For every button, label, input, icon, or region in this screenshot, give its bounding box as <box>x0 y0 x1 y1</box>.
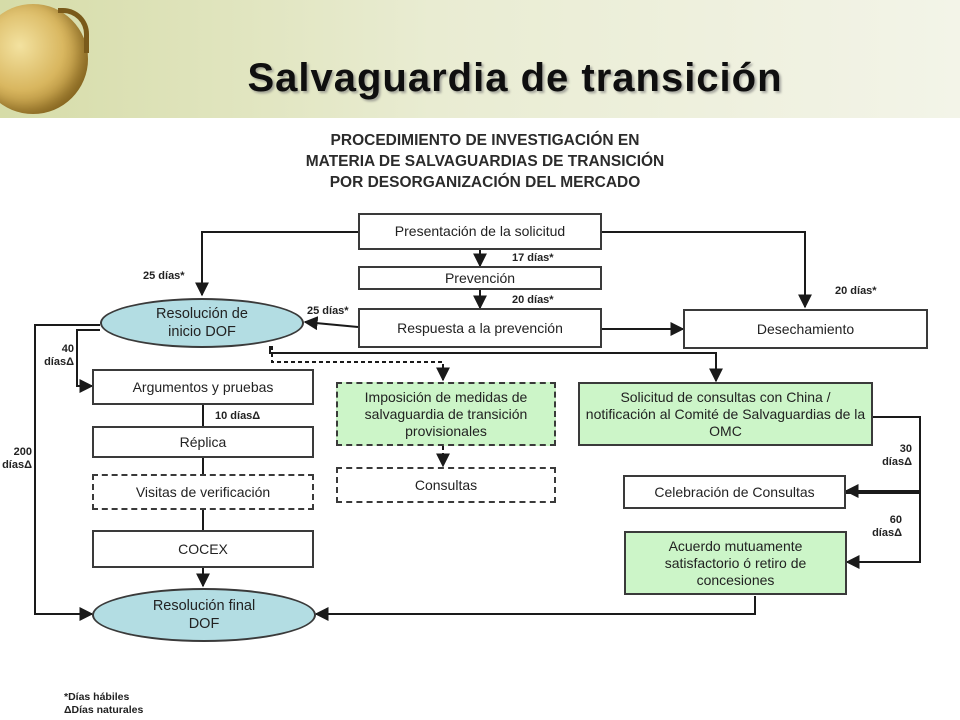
label-60-unit: díasΔ <box>872 527 902 539</box>
node-resolucion-inicio-dof: Resolución de inicio DOF <box>100 298 304 348</box>
resolucion-final-text: Resolución final DOF <box>152 598 256 632</box>
node-presentacion-solicitud: Presentación de la solicitud <box>358 213 602 250</box>
label-40-unit: díasΔ <box>44 356 74 368</box>
node-solicitud-consultas-china: Solicitud de consultas con China / notif… <box>578 382 873 446</box>
slide-title: Salvaguardia de transición <box>247 56 783 100</box>
node-resolucion-final-dof: Resolución final DOF <box>92 588 316 642</box>
node-desechamiento: Desechamiento <box>683 309 928 349</box>
label-25-dias-respuesta: 25 días* <box>307 305 349 317</box>
node-visitas-verificacion: Visitas de verificación <box>92 474 314 510</box>
note-dias-habiles: *Días hábiles <box>64 691 130 703</box>
node-consultas: Consultas <box>336 467 556 503</box>
globe-stand-icon <box>58 8 89 53</box>
node-imposicion-medidas: Imposición de medidas de salvaguardia de… <box>336 382 556 446</box>
label-30-num: 30 <box>899 443 912 455</box>
dashed-arrow-resolucion-imposicion <box>271 346 450 382</box>
note-dias-naturales: ΔDías naturales <box>64 704 144 716</box>
label-10-dias: 10 díasΔ <box>215 410 261 422</box>
arrow-resolucion-inicio-resolucion-final <box>34 324 100 621</box>
label-40-dias: 40 díasΔ <box>40 343 74 369</box>
label-20-dias-desechamiento: 20 días* <box>835 285 877 297</box>
arrow-respuesta-resolucion-inicio <box>303 316 359 331</box>
arrow-solicitud-celebracion <box>844 416 921 498</box>
label-30-unit: díasΔ <box>882 456 912 468</box>
resolucion-inicio-text: Resolución de inicio DOF <box>156 306 248 340</box>
subtitle-line-3: POR DESORGANIZACIÓN DEL MERCADO <box>329 174 641 191</box>
label-40-num: 40 <box>61 343 74 355</box>
label-60-dias: 60 díasΔ <box>866 514 902 540</box>
legend-notes: *Días hábiles ΔDías naturales <box>64 691 143 717</box>
arrow-resolucion-solicitud-consultas <box>269 346 723 383</box>
label-30-dias: 30 díasΔ <box>876 443 912 469</box>
node-replica: Réplica <box>92 426 314 458</box>
node-respuesta-prevencion: Respuesta a la prevención <box>358 308 602 348</box>
node-prevencion: Prevención <box>358 266 602 290</box>
arrow-acuerdo-resolucion-final <box>314 596 756 621</box>
node-acuerdo-mutuamente: Acuerdo mutuamente satisfactorio ó retir… <box>624 531 847 595</box>
node-cocex: COCEX <box>92 530 314 568</box>
label-200-num: 200 <box>13 446 32 458</box>
subtitle-line-2: MATERIA DE SALVAGUARDIAS DE TRANSICIÓN <box>305 153 665 170</box>
subtitle-line-1: PROCEDIMIENTO DE INVESTIGACIÓN EN <box>330 132 640 149</box>
label-60-num: 60 <box>889 514 902 526</box>
node-argumentos-pruebas: Argumentos y pruebas <box>92 369 314 405</box>
node-celebracion-consultas: Celebración de Consultas <box>623 475 846 509</box>
diagram-subtitle: PROCEDIMIENTO DE INVESTIGACIÓN EN MATERI… <box>200 130 770 193</box>
arrow-resolucion-argumentos <box>76 329 100 393</box>
arrow-presentacion-desechamiento <box>602 231 812 309</box>
label-25-dias-inicio: 25 días* <box>143 270 185 282</box>
label-17-dias: 17 días* <box>512 252 554 264</box>
label-200-unit: díasΔ <box>2 459 32 471</box>
arrow-presentacion-resolucion-inicio <box>195 231 358 297</box>
slide-header <box>0 0 960 118</box>
label-200-dias: 200 díasΔ <box>0 446 32 472</box>
arrow-celebracion-acuerdo <box>845 492 921 569</box>
label-20-dias-respuesta: 20 días* <box>512 294 554 306</box>
